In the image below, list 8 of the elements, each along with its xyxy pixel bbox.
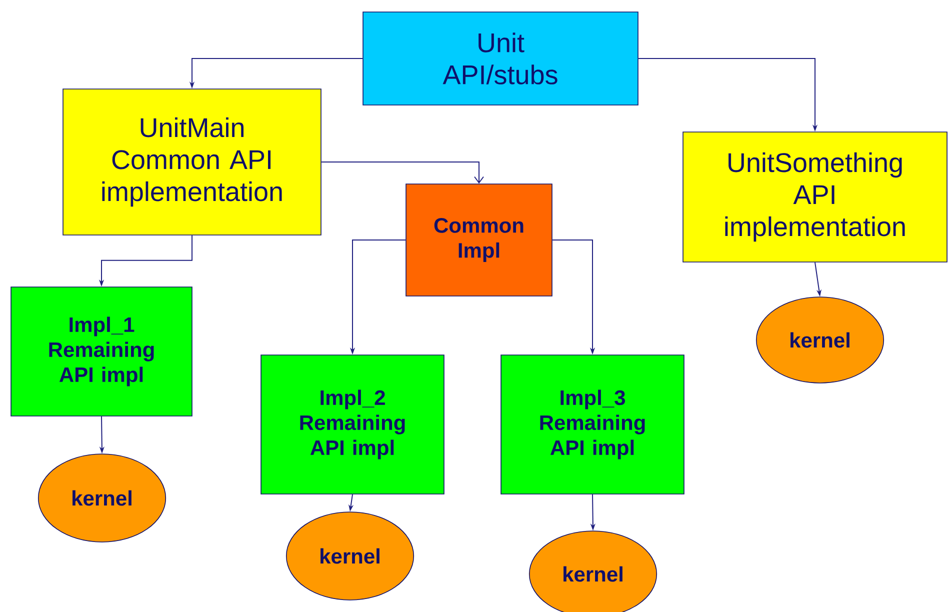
arrow: [320, 162, 484, 184]
process-box: Impl_1 Remaining API impl: [10, 286, 192, 416]
process-box: UnitMain Common API implementation: [62, 88, 322, 236]
process-box: Impl_3 Remaining API impl: [500, 354, 684, 494]
process-box: UnitSomething API implementation: [682, 132, 948, 262]
process-box: Impl_2 Remaining API impl: [260, 354, 444, 494]
process-box: Common Impl: [406, 184, 552, 296]
process-box: Unit API/stubs: [362, 12, 638, 106]
